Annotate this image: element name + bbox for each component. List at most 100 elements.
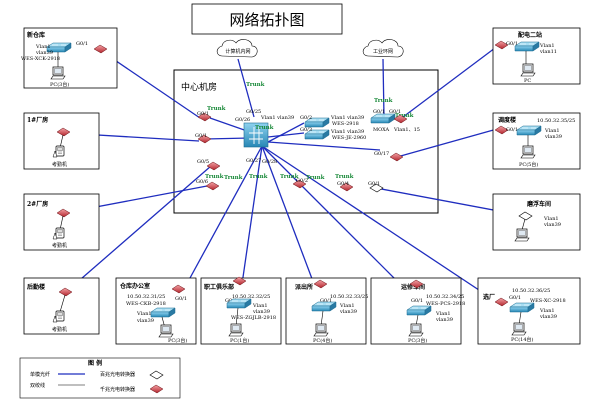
switch-model: WES-2918 — [332, 121, 359, 127]
pc-icon — [520, 145, 536, 159]
switch-model: WES-JE-2960 — [332, 135, 366, 141]
site-name: 选厂 — [483, 293, 495, 301]
site-back-floor: 后勤楼 考勤机 — [23, 277, 100, 335]
vlan-label: Vlan1 — [543, 216, 559, 222]
vlan-label: Vlan1 — [339, 303, 355, 309]
vlan-label: Vlan1 — [539, 308, 555, 314]
page-title: 网络拓扑图 — [229, 11, 304, 29]
site-transport: 运修车间 10.50.32.34/25 WES-PCS-2918 G0/1 Vl… — [370, 277, 465, 345]
ip-label: 10.50.32.35/25 — [537, 118, 575, 124]
site-name: 磨浮车间 — [526, 200, 551, 208]
ip-label: 10.50.32.31/25 — [127, 294, 165, 300]
pc-icon — [50, 66, 66, 80]
vlan-label: vlan39 — [252, 309, 270, 315]
cloud-label: 计算机内网 — [225, 48, 250, 55]
pc-icon — [514, 228, 530, 242]
trunk-label: Trunk — [335, 174, 354, 180]
vlan-label: vlan39 — [35, 50, 53, 56]
site-factory: 选厂 10.50.32.36/25 WES-XC-2918 G0/1 Vlan1… — [477, 277, 581, 345]
vlan-label: vlan39 — [136, 318, 154, 324]
pc-icon — [511, 322, 527, 336]
device-label: 考勤机 — [52, 326, 67, 333]
vlan-label: Vlan1 — [435, 311, 451, 317]
vlan-label: Vlan1 — [136, 311, 152, 317]
port-label: G0/5 — [197, 159, 209, 165]
legend-twisted-pair: 双绞线 — [30, 382, 45, 389]
site-name: 职工俱乐部 — [204, 283, 234, 291]
port-label: G0/1 — [197, 111, 209, 117]
vlan-label: vlan39 — [339, 309, 357, 315]
legend-fast-converter: 百兆光电转换器 — [100, 371, 135, 378]
model-label: WES-ZGJLB-2918 — [231, 315, 276, 321]
port-label: G0/1 — [506, 41, 518, 47]
trunk-label: Trunk — [224, 175, 243, 181]
moxa-vlan: Vlan1、15 — [393, 127, 420, 133]
site-name: 仓库办公室 — [119, 282, 150, 290]
vlan-label: vlan39 — [539, 314, 557, 320]
pc-icon — [228, 323, 244, 337]
port-label: G0/3 — [300, 127, 312, 133]
pc-label: PC — [524, 78, 531, 84]
cloud-computer-net: 计算机内网 — [216, 39, 258, 58]
legend-heading: 图 例 — [88, 359, 102, 367]
core-room-label: 中心机房 — [181, 81, 217, 93]
ip-label: 10.50.32.33/25 — [330, 294, 368, 300]
site-name: 派出所 — [295, 283, 313, 291]
port-label: G0/1 — [389, 109, 401, 115]
site-floor1: 1#厂房 考勤机 — [23, 112, 100, 170]
moxa-port: G0/1 — [373, 109, 385, 115]
model-label: WES-PCS-2918 — [426, 301, 465, 307]
model-label: WES-XCK-2918 — [21, 56, 60, 62]
port-label: G0/17 — [374, 151, 389, 157]
trunk-labels: Trunk Trunk Trunk Trunk Trunk Trunk Trun… — [205, 82, 414, 181]
title-box — [191, 3, 343, 35]
port-label: G0/2 — [300, 115, 312, 121]
port-label: G0/2 — [296, 178, 308, 184]
site-name: 新仓库 — [27, 31, 45, 39]
port-label: G0/1 — [195, 133, 207, 139]
pc-label: PC(3台) — [50, 81, 69, 88]
vlan-label: vlan39 — [435, 317, 453, 323]
site-warehouse-office: 仓库办公室 10.50.32.31/25 WES-CKB-2918 G0/1 V… — [115, 277, 197, 345]
vlan-label: Vlan1 — [544, 128, 560, 134]
site-name: 1#厂房 — [27, 116, 48, 124]
site-floor2: 2#厂房 考勤机 — [23, 193, 100, 251]
port-label: G0/1 — [506, 127, 518, 133]
core-switch — [243, 122, 269, 148]
trunk-label: Trunk — [280, 174, 299, 180]
switch-vlan: Vlan1 vlan39 — [330, 115, 364, 121]
model-label: WES-CKB-2918 — [126, 301, 166, 307]
port-label: G0/6 — [196, 179, 208, 185]
moxa-label: MOXA — [373, 127, 390, 133]
site-name: 运修车间 — [401, 283, 425, 291]
vlan-label: vlan39 — [544, 134, 562, 140]
port-label: G0/1 — [320, 298, 332, 304]
switch-icon — [150, 307, 176, 318]
core-port-g0-26: G0/26 — [235, 117, 250, 123]
pc-label: PC(5台) — [519, 161, 538, 168]
trunk-label: Trunk — [249, 174, 268, 180]
site-name: 调度楼 — [498, 116, 516, 124]
model-label: WES-XC-2918 — [530, 298, 566, 304]
core-port-g0-28: G0/28 — [262, 159, 277, 165]
site-new-warehouse: 新仓库 G0/1 Vlan1 vlan39 WES-XCK-2918 PC(3台… — [21, 27, 118, 89]
vlan-label: Vlan1 — [252, 303, 268, 309]
switch-icon — [516, 125, 542, 136]
cloud-label: 工业环网 — [373, 48, 393, 55]
port-label: G0/1 — [76, 41, 88, 47]
trunk-label: Trunk — [306, 175, 325, 181]
site-name: 配电二站 — [518, 31, 542, 39]
pc-icon — [520, 63, 536, 77]
trunk-label: Trunk — [246, 82, 265, 88]
trunk-label: Trunk — [395, 113, 414, 119]
core-port-g0-25: G0/25 — [246, 109, 261, 115]
port-label: G0/1 — [175, 296, 187, 302]
site-name: 后勤楼 — [27, 283, 45, 291]
pc-label: PC(3台) — [408, 337, 427, 344]
site-power-station: 配电二站 G0/1 Vlan1 vlan11 PC — [492, 27, 581, 85]
ip-label: 10.50.32.36/25 — [512, 288, 550, 294]
ip-label: 10.50.32.34/25 — [426, 294, 464, 300]
switch-icon — [509, 302, 535, 313]
device-label: 考勤机 — [52, 161, 67, 168]
